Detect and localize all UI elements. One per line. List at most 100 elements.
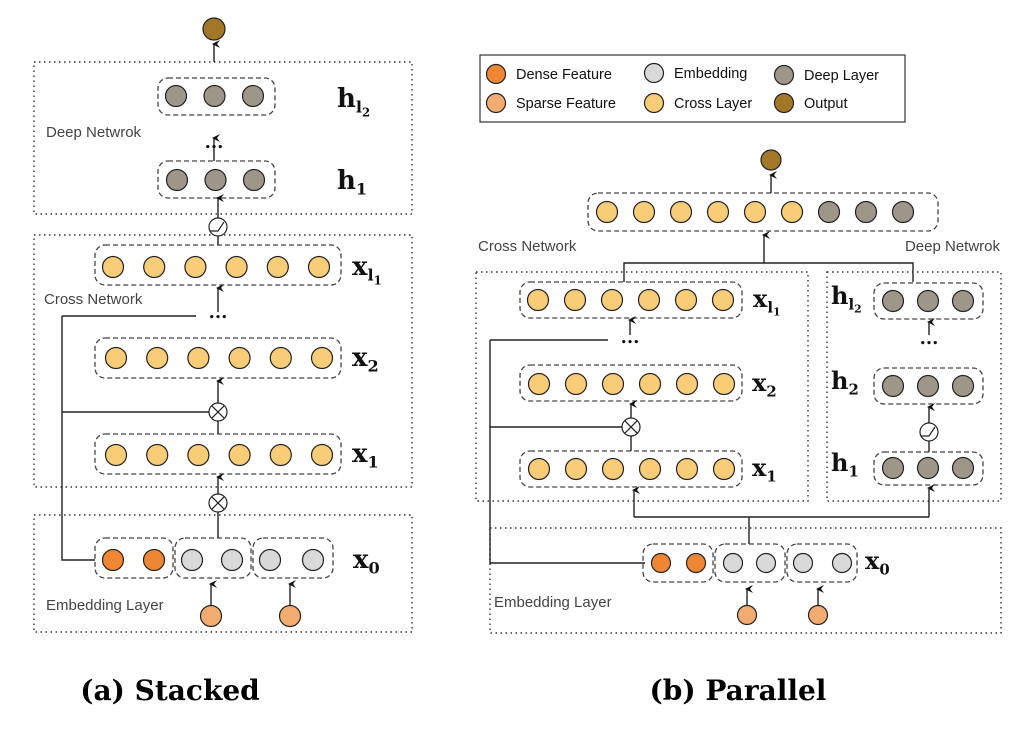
legend-swatch-dense (485, 63, 507, 85)
stacked-x1-unit (228, 443, 251, 467)
parallel-x2-unit (675, 372, 699, 396)
parallel-concat-cross-unit (669, 200, 693, 224)
stacked-x-l1-group (94, 244, 342, 286)
parallel-dense-group (642, 543, 714, 583)
parallel-concat-deep-unit (854, 200, 878, 224)
stacked-deep-ellipsis: ... (205, 132, 224, 153)
stacked-dense-unit (142, 548, 166, 572)
parallel-dense-unit (685, 552, 707, 574)
stacked-x1-unit (187, 443, 210, 467)
stacked-embedding-panel (33, 514, 413, 633)
parallel-x-l1-label: xl1 (753, 284, 780, 319)
parallel-h-l2-unit (916, 289, 940, 313)
stacked-embedding-unit (301, 548, 325, 572)
stacked-h1-unit (242, 168, 266, 192)
legend-label-sparse: Sparse Feature (516, 96, 616, 112)
stacked-x-l1-label: xl1 (352, 252, 382, 287)
stacked-x-l1-unit (307, 255, 331, 279)
legend-swatch-sparse (485, 92, 507, 114)
stacked-embedding-layer-label: Embedding Layer (46, 597, 164, 614)
parallel-h-l2-label: hl2 (831, 281, 862, 316)
stacked-h1-unit (165, 168, 189, 192)
parallel-x-l1-group (519, 281, 743, 319)
parallel-x2-unit (638, 372, 662, 396)
stacked-x1-unit (310, 443, 334, 467)
parallel-cross-network-label: Cross Network (478, 238, 577, 255)
parallel-concat-deep-unit (817, 200, 841, 224)
stacked-x2-unit (228, 346, 251, 370)
parallel-x1-label: x1 (752, 453, 777, 485)
parallel-relu-op (919, 422, 939, 442)
parallel-x2-unit (712, 372, 736, 396)
stacked-sparse-feature-2 (278, 604, 302, 628)
stacked-relu-op (208, 217, 228, 237)
parallel-h2-unit (916, 374, 940, 398)
parallel-x2-unit (527, 372, 551, 396)
parallel-h2-unit (951, 374, 975, 398)
parallel-concat-deep-unit (891, 200, 915, 224)
stacked-dense-group (94, 537, 174, 579)
parallel-embedding-group-1 (714, 543, 786, 583)
stacked-x1-label: x1 (352, 439, 379, 472)
stacked-h-l2-label: hl2 (337, 84, 370, 119)
stacked-x1-unit (269, 443, 292, 467)
legend-swatch-output (773, 92, 795, 114)
stacked-x-l1-unit (266, 255, 289, 279)
stacked-embedding-unit (220, 548, 244, 572)
stacked-h1-unit (204, 168, 227, 192)
parallel-embedding-unit (755, 552, 777, 574)
stacked-x-l1-unit (225, 255, 248, 279)
parallel-dense-unit (650, 552, 672, 574)
stacked-x2-label: x2 (352, 343, 379, 376)
parallel-x1-unit (712, 457, 736, 481)
stacked-cross-ellipsis: ... (209, 302, 228, 323)
parallel-h1-unit (951, 456, 975, 480)
stacked-embedding-group-2 (252, 537, 334, 579)
stacked-x2-unit (187, 346, 210, 370)
parallel-concat-cross-unit (780, 200, 804, 224)
parallel-x1-unit (527, 457, 551, 481)
parallel-deep-ellipsis: ... (920, 328, 939, 349)
parallel-cross-op (621, 417, 641, 437)
legend-label-cross: Cross Layer (674, 96, 752, 112)
parallel-embedding-unit (831, 552, 853, 574)
parallel-x1-unit (638, 457, 662, 481)
parallel-x-l1-unit (563, 288, 587, 312)
legend-label-deep: Deep Layer (804, 68, 879, 84)
parallel-deep-network-label: Deep Netwrok (905, 238, 1001, 255)
parallel-h-l2-unit (881, 289, 905, 313)
parallel-x0-label: x0 (865, 546, 890, 578)
stacked-caption: (a) Stacked (80, 674, 260, 707)
stacked-sparse-feature-1 (199, 604, 223, 628)
parallel-x2-unit (601, 372, 625, 396)
parallel-cross-ellipsis: ... (621, 327, 640, 348)
parallel-x-l1-unit (600, 288, 624, 312)
stacked-x-l1-unit (101, 255, 125, 279)
parallel-cross-network-panel (475, 271, 809, 502)
parallel-h1-unit (916, 456, 940, 480)
parallel-concat-cross-unit (706, 200, 730, 224)
legend-label-dense: Dense Feature (516, 67, 612, 83)
legend-swatch-deep (773, 64, 795, 86)
stacked-x1-group (94, 433, 342, 475)
parallel-output-node (760, 149, 782, 171)
parallel-h1-label: h1 (831, 448, 859, 480)
parallel-merge-line (623, 262, 914, 282)
legend-swatch-embedding (643, 62, 665, 84)
parallel-x-l1-unit (637, 288, 661, 312)
stacked-x0-skip-vertical (61, 316, 95, 561)
stacked-x2-unit (310, 346, 334, 370)
parallel-h-l2-unit (951, 289, 975, 313)
stacked-h-l2-group (157, 77, 276, 116)
legend-swatch-cross (643, 92, 665, 114)
parallel-deep-network-panel (826, 271, 1002, 502)
stacked-h1-label: h1 (337, 166, 367, 199)
stacked-cross-op-2 (208, 402, 228, 422)
stacked-dense-unit (101, 548, 125, 572)
stacked-x0-label: x0 (353, 545, 380, 578)
parallel-concat-cross-unit (595, 200, 619, 224)
parallel-embedding-group-2 (786, 543, 858, 583)
stacked-cross-network-label: Cross Network (44, 291, 143, 308)
stacked-embedding-group-1 (174, 537, 252, 579)
